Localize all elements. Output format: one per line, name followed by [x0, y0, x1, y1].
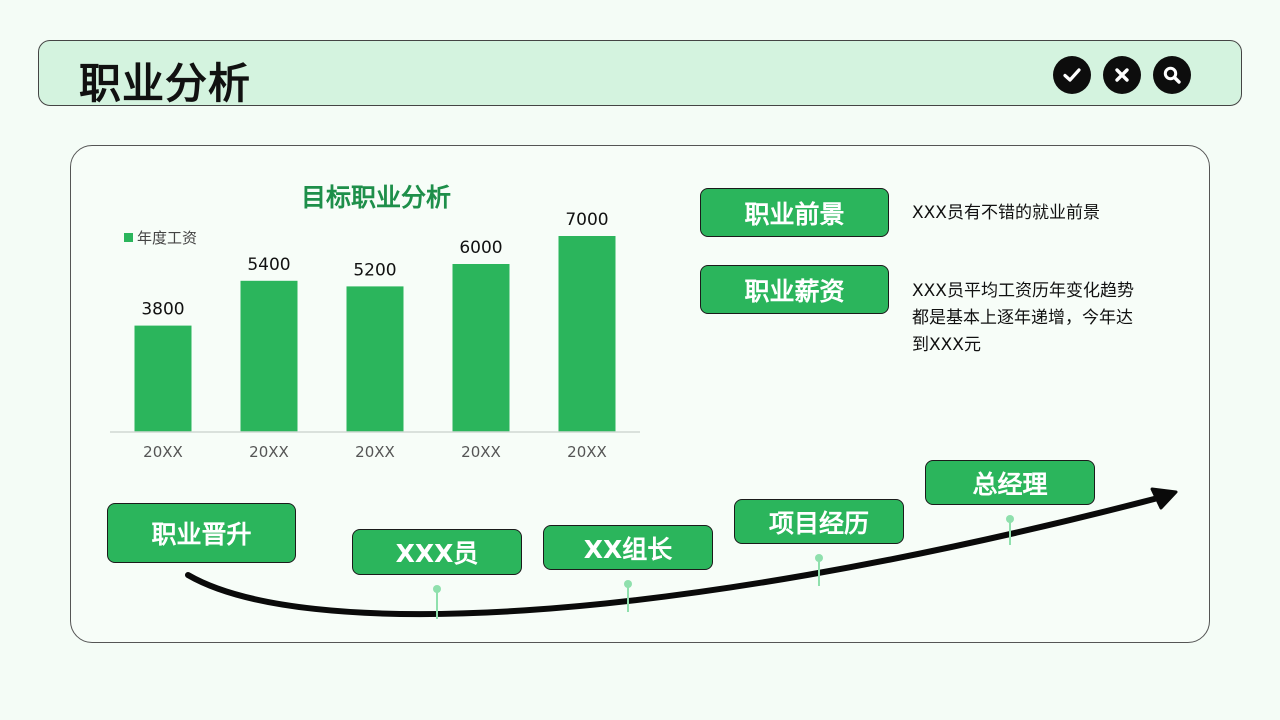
bar	[240, 280, 298, 432]
chart-title: 目标职业分析	[300, 183, 451, 212]
step-pin	[1006, 515, 1014, 545]
salary-text: XXX员平均工资历年变化趋势 都是基本上逐年递增，今年达 到XXX元	[912, 278, 1134, 359]
header-bar: 职业分析	[38, 40, 1242, 108]
salary-label: 职业薪资	[700, 265, 889, 314]
salary-text-line: 都是基本上逐年递增，今年达	[912, 308, 1133, 328]
data-label: 3800	[141, 300, 184, 320]
career-path-label: 职业晋升	[107, 503, 296, 563]
x-tick-label: 20XX	[567, 443, 607, 461]
prospect-label: 职业前景	[700, 188, 889, 237]
step-pin	[624, 580, 632, 612]
career-step-4: 总经理	[925, 460, 1095, 505]
chart-legend: 年度工资	[124, 227, 197, 248]
data-label: 6000	[459, 238, 502, 258]
close-icon[interactable]	[1103, 56, 1141, 94]
x-tick-label: 20XX	[355, 443, 395, 461]
bar	[558, 236, 616, 432]
bar	[346, 286, 404, 432]
x-tick-label: 20XX	[143, 443, 183, 461]
search-icon[interactable]	[1153, 56, 1191, 94]
legend-label: 年度工资	[137, 229, 198, 247]
x-tick-label: 20XX	[249, 443, 289, 461]
bar	[134, 325, 192, 432]
step-pin	[815, 554, 823, 586]
data-label: 5400	[247, 255, 290, 275]
legend-swatch	[124, 233, 133, 242]
step-pin	[433, 585, 441, 619]
bar	[452, 264, 510, 432]
prospect-text: XXX员有不错的就业前景	[912, 203, 1100, 223]
salary-text-line: 到XXX元	[912, 335, 981, 355]
career-step-3: 项目经历	[734, 499, 904, 544]
check-icon[interactable]	[1053, 56, 1091, 94]
page-title: 职业分析	[79, 59, 252, 108]
x-tick-label: 20XX	[461, 443, 501, 461]
career-step-2: XX组长	[543, 525, 713, 570]
data-label: 5200	[353, 260, 396, 280]
data-label: 7000	[565, 210, 608, 230]
career-arrow	[185, 487, 1178, 618]
salary-text-line: XXX员平均工资历年变化趋势	[912, 281, 1134, 301]
career-step-1: XXX员	[352, 529, 522, 575]
